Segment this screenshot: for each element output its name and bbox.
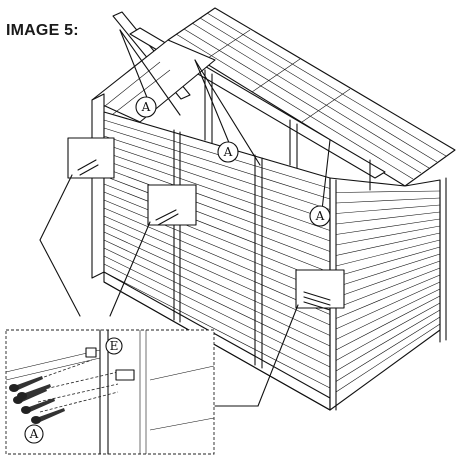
figure-title: IMAGE 5: <box>6 22 79 39</box>
screw <box>21 398 55 414</box>
detail-box-left <box>67 137 115 179</box>
callout-a-1: A <box>135 96 157 118</box>
zoom-detail: E A <box>5 329 215 455</box>
callout-a-3: A <box>309 205 331 227</box>
screw <box>17 384 51 400</box>
detail-box-right <box>295 269 345 311</box>
callout-a-2: A <box>217 141 239 163</box>
callout-a-3-label: A <box>315 209 325 223</box>
detail-box-mid <box>147 184 197 226</box>
leader-lines <box>39 29 331 407</box>
callout-e-label: E <box>110 339 119 353</box>
callout-a-2-label: A <box>223 145 233 159</box>
screw <box>31 408 65 424</box>
right-side <box>329 177 447 411</box>
callout-a-zoom-label: A <box>29 427 39 441</box>
callout-a-1-label: A <box>141 100 151 114</box>
screw <box>9 376 43 392</box>
internal-posts <box>204 69 371 191</box>
gable-back <box>91 39 216 123</box>
